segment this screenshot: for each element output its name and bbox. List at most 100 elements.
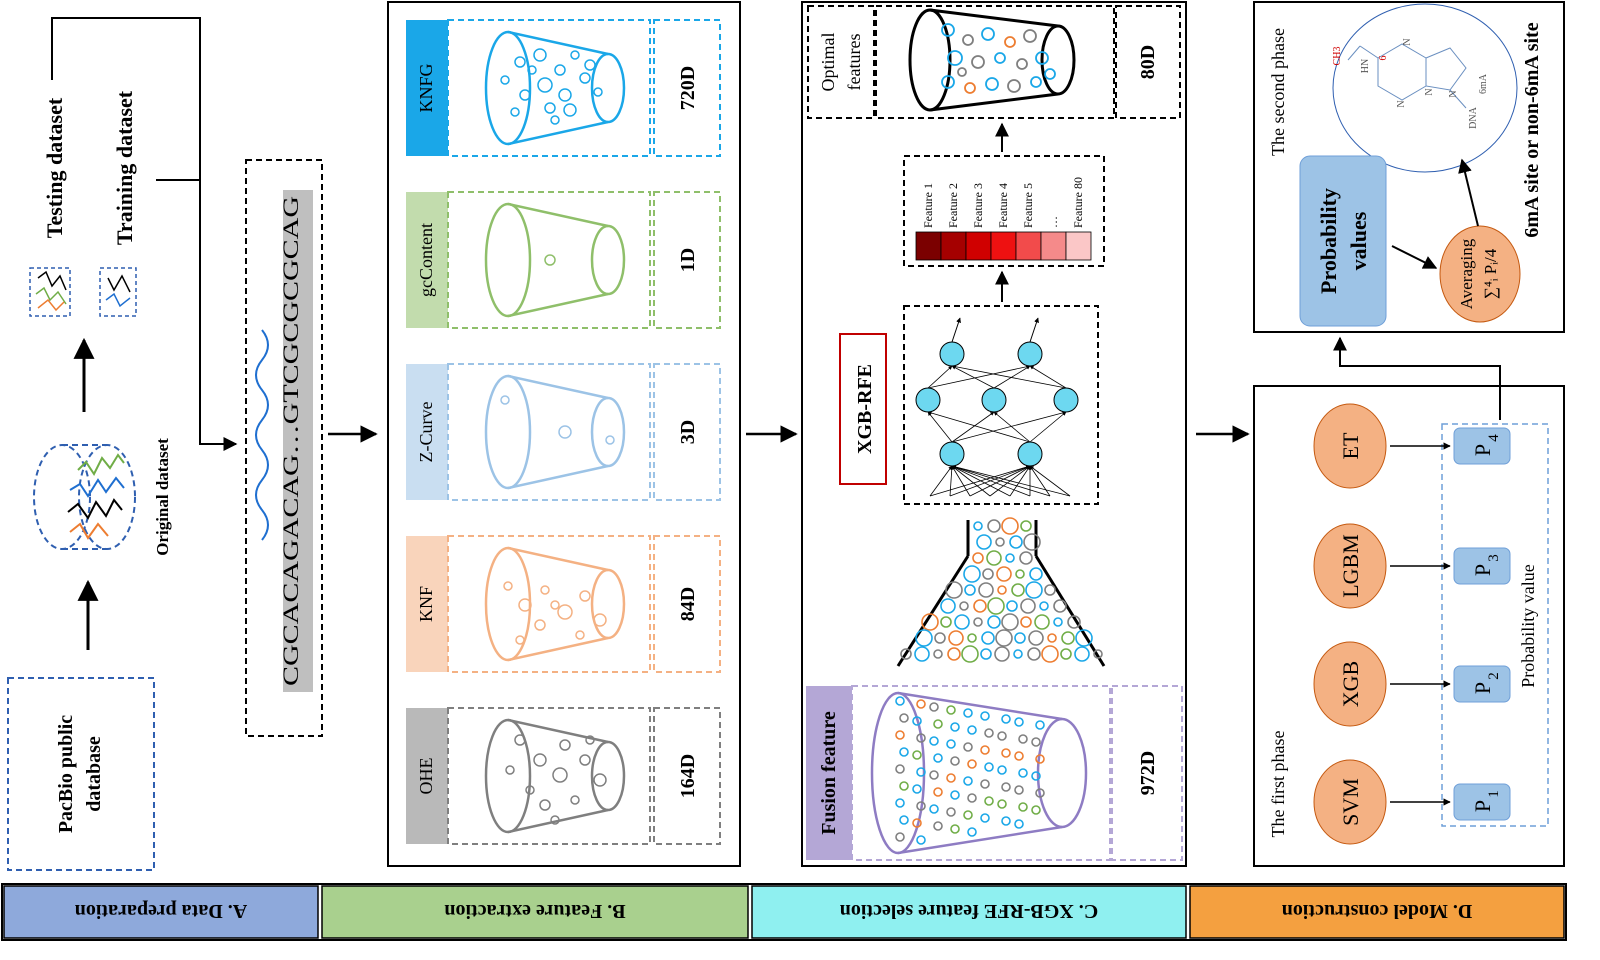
feature-bubble: [518, 598, 532, 612]
fusion-bubble: [950, 756, 960, 766]
funnel-bubble: [1013, 649, 1023, 659]
prob-subscript: 3: [1486, 554, 1502, 562]
funnel-bubble: [948, 630, 964, 646]
fusion-bubble: [916, 801, 926, 811]
prob-subscript: 1: [1486, 790, 1502, 798]
feature-cylinder-box: [447, 19, 651, 157]
funnel-bubble: [1006, 600, 1018, 612]
funnel-bubble: [1044, 584, 1056, 596]
funnel-bubble: [1019, 551, 1033, 565]
feature-dim-label: 164D: [677, 754, 699, 798]
section-data-preparation: PacBio public database Original dataset: [7, 17, 238, 871]
funnel-bubble: [1060, 648, 1072, 660]
model-label: SVM: [1338, 778, 1363, 826]
funnel-bubble: [981, 631, 995, 645]
model-label: XGB: [1338, 661, 1363, 707]
optimal-bubble: [1044, 68, 1056, 80]
fusion-bubble: [1001, 748, 1011, 758]
feature-rank-cell: [965, 231, 992, 261]
funnel-bubble: [1061, 631, 1075, 645]
feature-cylinder-box: [447, 535, 651, 673]
fusion-bubble: [1014, 717, 1024, 727]
bottom-section-label: D. Model construction: [1282, 900, 1473, 922]
feature-bubble: [519, 89, 531, 101]
optimal-bubble: [985, 77, 999, 91]
bottom-bar-frame: [1, 883, 1567, 941]
bottom-section-4: D. Model construction: [1189, 885, 1565, 939]
fusion-bubble: [963, 776, 973, 786]
funnel-bubble: [1027, 647, 1041, 661]
funnel-bubble: [972, 552, 984, 564]
bottom-section-label: C. XGB-RFE feature selection: [840, 900, 1098, 922]
funnel-bubble: [987, 615, 1001, 629]
model-node: [1313, 523, 1387, 609]
funnel-bubble: [1041, 645, 1059, 663]
fusion-bubble: [963, 810, 973, 820]
fusion-bubble: [1001, 816, 1011, 826]
funnel-bubble: [973, 599, 987, 613]
fusion-bubble: [967, 759, 977, 769]
fusion-bubble: [980, 745, 990, 755]
feature-bubble: [579, 72, 591, 84]
prob-label: P: [1470, 564, 1495, 576]
feature-cylinder-box: [447, 191, 651, 329]
fusion-bubble: [1014, 785, 1024, 795]
molecule-n7: N: [1396, 100, 1407, 107]
prob-label: P: [1470, 444, 1495, 456]
funnel-bubble: [921, 613, 939, 631]
fusion-cylinder-box: [851, 685, 1111, 861]
fusion-dim-box: [1111, 685, 1183, 861]
molecule-6ma: 6mA: [1478, 73, 1489, 94]
feature-bubble: [554, 64, 566, 76]
molecule-n1: N: [1402, 38, 1413, 45]
funnel-bubble: [947, 647, 961, 661]
funnel-bubble: [934, 632, 946, 644]
fusion-bubble: [1018, 802, 1028, 812]
optimal-cylinder-box: [875, 5, 1115, 119]
feature-rank-label: Feature 80: [1071, 177, 1085, 228]
prob-subscript: 2: [1486, 672, 1502, 680]
feature-dim-box: [653, 707, 721, 845]
arrow-first-to-second-phase: [1333, 336, 1501, 420]
probability-values-line2: values: [1346, 211, 1371, 270]
fusion-bubble: [946, 739, 956, 749]
bottom-section-2: B. Feature extraction: [321, 885, 749, 939]
funnel-bubble: [1074, 646, 1090, 662]
feature-bubble: [593, 773, 607, 787]
network-node: [1017, 341, 1043, 367]
testing-dataset-label: Testing dataset: [42, 97, 67, 238]
connector-split-to-sequence: [51, 17, 238, 451]
feature-bubble: [552, 767, 568, 783]
feature-dim-label: 1D: [677, 248, 699, 272]
bottom-section-label: B. Feature extraction: [444, 900, 625, 922]
fusion-bubble: [1014, 751, 1024, 761]
funnel-bubble: [1014, 632, 1026, 644]
molecule-n3: N: [1424, 88, 1435, 95]
fusion-bubble: [929, 702, 939, 712]
fusion-label: Fusion feature: [818, 711, 840, 835]
funnel-bubble: [914, 646, 930, 662]
feature-bubble: [579, 754, 591, 766]
funnel-bubble: [1053, 599, 1067, 613]
fusion-bubble: [984, 762, 994, 772]
funnel-bubble: [1005, 553, 1015, 563]
section-model-construction: The second phase CH3 HN 6 N N N N DNA 6m…: [1253, 1, 1565, 867]
fusion-bubble: [980, 813, 990, 823]
fusion-bubble: [963, 708, 973, 718]
funnel-bubble: [961, 645, 979, 663]
feature-rank-cell: [990, 231, 1017, 261]
funnel-bubble: [1047, 633, 1057, 643]
probability-value-box: [1441, 423, 1549, 827]
feature-rank-label: Feature 2: [946, 183, 960, 228]
prob-box: [1453, 427, 1511, 465]
funnel-bubble: [1039, 601, 1049, 611]
prob-box: [1453, 665, 1511, 703]
feature-bubble: [558, 88, 572, 102]
optimal-bubble: [981, 27, 995, 41]
fusion-bubble: [912, 750, 922, 760]
funnel-bubble: [982, 568, 994, 580]
